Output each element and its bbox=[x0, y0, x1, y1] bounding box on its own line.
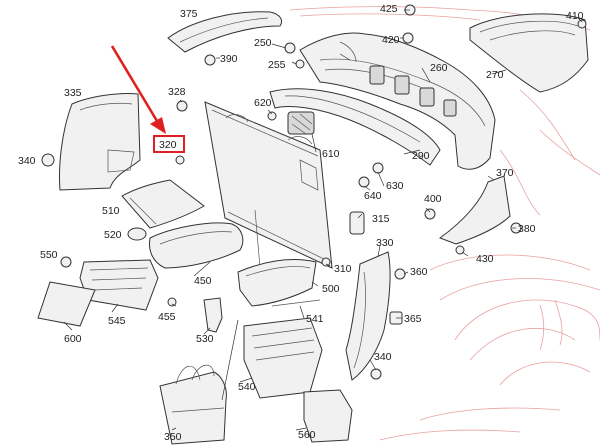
bracket-530 bbox=[203, 297, 223, 333]
label-335: 335 bbox=[64, 87, 82, 99]
label-425: 425 bbox=[380, 3, 398, 15]
strip-541 bbox=[271, 299, 321, 307]
label-328: 328 bbox=[168, 86, 186, 98]
label-560: 560 bbox=[298, 429, 316, 441]
leader-lines bbox=[63, 9, 583, 431]
label-260: 260 bbox=[430, 62, 448, 74]
label-320: 320 bbox=[159, 139, 177, 151]
label-270: 270 bbox=[486, 69, 504, 81]
label-390: 390 bbox=[220, 53, 238, 65]
label-370: 370 bbox=[496, 167, 514, 179]
label-255: 255 bbox=[268, 59, 286, 71]
label-315: 315 bbox=[372, 213, 390, 225]
highlight-arrow-head bbox=[150, 117, 166, 134]
highlight-callout bbox=[110, 45, 185, 153]
label-530: 530 bbox=[196, 333, 214, 345]
label-400: 400 bbox=[424, 193, 442, 205]
highlight-box bbox=[153, 135, 185, 153]
trim-strip-370 bbox=[438, 175, 511, 245]
label-420: 420 bbox=[382, 34, 400, 46]
label-541: 541 bbox=[306, 313, 324, 325]
label-500: 500 bbox=[322, 283, 340, 295]
latch-mechanism-610 bbox=[287, 111, 315, 135]
fasteners bbox=[41, 4, 587, 380]
clip-315 bbox=[349, 211, 365, 235]
flat-panel-600 bbox=[37, 281, 96, 327]
label-540: 540 bbox=[238, 381, 256, 393]
label-520: 520 bbox=[104, 229, 122, 241]
storage-tray-545 bbox=[79, 259, 159, 311]
armrest-450 bbox=[149, 222, 244, 269]
label-380: 380 bbox=[518, 223, 536, 235]
label-510: 510 bbox=[102, 205, 120, 217]
label-600: 600 bbox=[64, 333, 82, 345]
label-545: 545 bbox=[108, 315, 126, 327]
cross-member-290 bbox=[269, 88, 441, 166]
knob-520 bbox=[127, 227, 147, 241]
trim-375 bbox=[167, 11, 283, 53]
label-620: 620 bbox=[254, 97, 272, 109]
label-410: 410 bbox=[566, 10, 584, 22]
part-labels: 375 425 410 250 390 420 255 270 335 328 … bbox=[18, 3, 584, 443]
label-375: 375 bbox=[180, 8, 198, 20]
label-310: 310 bbox=[334, 263, 352, 275]
car-body-ghost-outline bbox=[289, 6, 600, 441]
label-290: 290 bbox=[412, 150, 430, 162]
label-350: 350 bbox=[164, 431, 182, 443]
label-450: 450 bbox=[194, 275, 212, 287]
label-610: 610 bbox=[322, 148, 340, 160]
bag-350 bbox=[159, 364, 227, 445]
label-640: 640 bbox=[364, 190, 382, 202]
highlight-arrow-shaft bbox=[110, 45, 162, 127]
rear-frame-260 bbox=[299, 32, 496, 170]
parcel-shelf-270 bbox=[469, 13, 589, 93]
label-630: 630 bbox=[386, 180, 404, 192]
label-360: 360 bbox=[410, 266, 428, 278]
label-250: 250 bbox=[254, 37, 272, 49]
tray-560 bbox=[303, 389, 353, 443]
label-430: 430 bbox=[476, 253, 494, 265]
lid-500 bbox=[237, 259, 317, 307]
side-trim-335 bbox=[59, 93, 141, 191]
label-455: 455 bbox=[158, 311, 176, 323]
label-340-lower: 340 bbox=[374, 351, 392, 363]
vertical-trim-330 bbox=[345, 251, 391, 381]
label-365: 365 bbox=[404, 313, 422, 325]
storage-box-540 bbox=[243, 317, 323, 399]
label-550: 550 bbox=[40, 249, 58, 261]
label-340-upper: 340 bbox=[18, 155, 36, 167]
storage-cover-510 bbox=[121, 179, 205, 229]
label-330: 330 bbox=[376, 237, 394, 249]
